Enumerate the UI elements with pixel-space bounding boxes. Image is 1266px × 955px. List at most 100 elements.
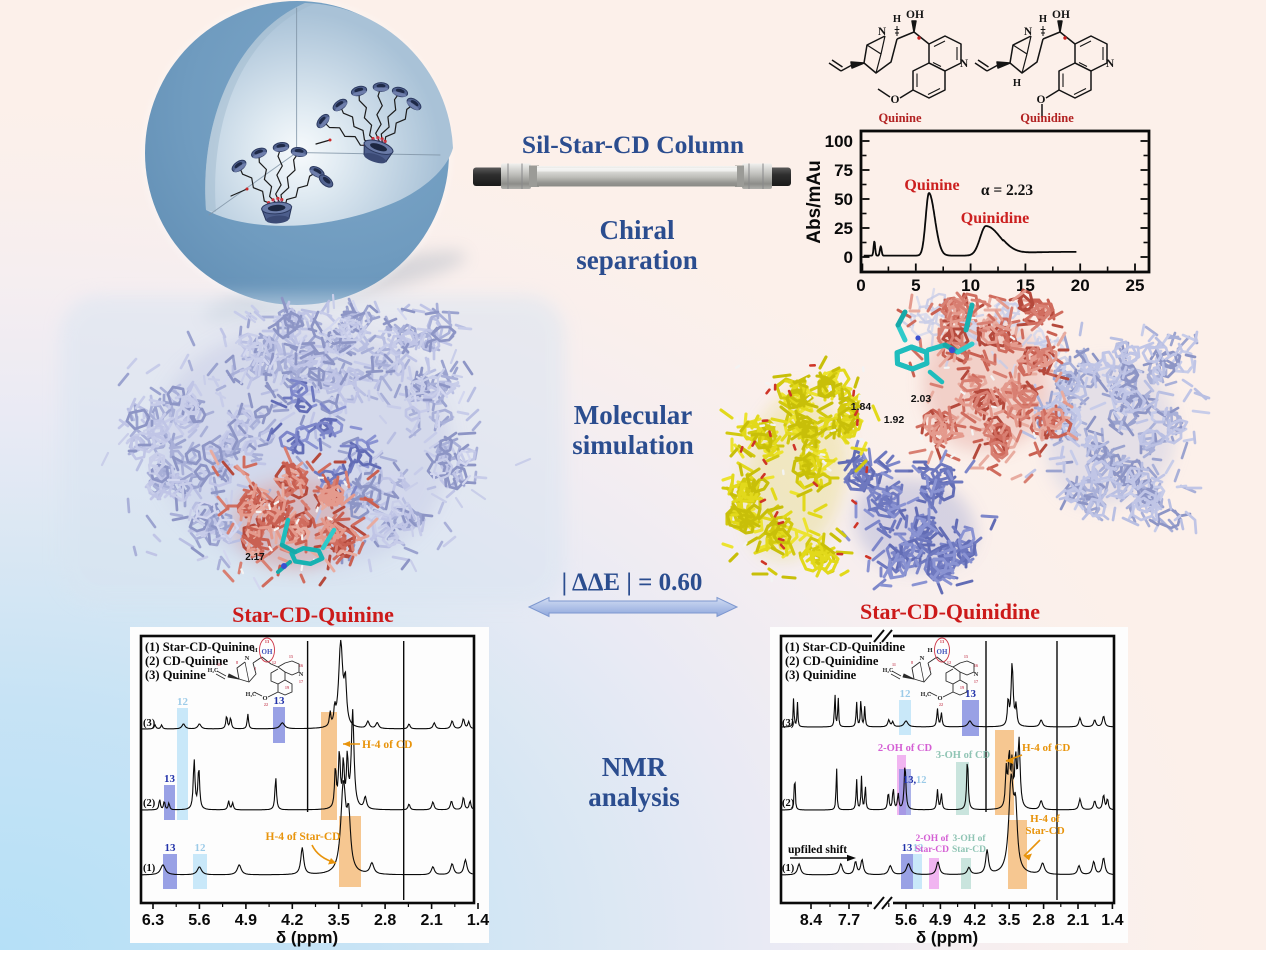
svg-text:12: 12: [272, 660, 276, 665]
svg-text:(2) CD-Quinine: (2) CD-Quinine: [145, 654, 228, 668]
svg-text:19: 19: [960, 685, 964, 690]
svg-text:2-OH of CD: 2-OH of CD: [878, 743, 933, 754]
svg-text:17: 17: [974, 679, 978, 684]
svg-text:1.4: 1.4: [1101, 912, 1123, 929]
svg-text:7.7: 7.7: [838, 912, 860, 929]
svg-text:N: N: [878, 26, 887, 38]
svg-text:Quinidine: Quinidine: [1020, 111, 1074, 125]
svg-text:8: 8: [236, 660, 238, 665]
svg-text:Star-CD-Quinidine: Star-CD-Quinidine: [860, 599, 1040, 624]
svg-text:analysis: analysis: [588, 782, 680, 812]
svg-text:13,: 13,: [903, 775, 917, 786]
svg-text:Chiral: Chiral: [599, 215, 675, 245]
svg-text:16: 16: [974, 663, 978, 668]
svg-text:H-4 of Star-CD: H-4 of Star-CD: [266, 831, 341, 843]
svg-text:separation: separation: [576, 245, 698, 275]
svg-text:Quinidine: Quinidine: [961, 210, 1029, 227]
svg-text:N: N: [1106, 58, 1115, 70]
svg-text:Sil-Star-CD Column: Sil-Star-CD Column: [522, 130, 744, 159]
svg-text:Star-CD: Star-CD: [915, 845, 949, 855]
svg-text:13: 13: [165, 842, 177, 854]
svg-text:H: H: [1013, 78, 1021, 89]
svg-text:4.9: 4.9: [235, 912, 257, 929]
svg-text:2.17: 2.17: [245, 552, 265, 563]
svg-text:6.3: 6.3: [142, 912, 164, 929]
svg-text:13: 13: [164, 773, 176, 785]
svg-text:3.5: 3.5: [328, 912, 350, 929]
svg-text:5: 5: [911, 276, 920, 295]
svg-text:(3) Quinidine: (3) Quinidine: [785, 668, 857, 682]
svg-text:Quinine: Quinine: [904, 177, 959, 194]
svg-text:N: N: [245, 655, 250, 662]
svg-text:(1) Star-CD-Quinine: (1) Star-CD-Quinine: [145, 640, 255, 654]
svg-text:0: 0: [856, 276, 865, 295]
svg-text:2.1: 2.1: [420, 912, 442, 929]
svg-text:25: 25: [1126, 276, 1145, 295]
svg-text:OH: OH: [906, 9, 924, 21]
svg-text:3.5: 3.5: [998, 912, 1020, 929]
svg-text:12: 12: [916, 775, 927, 786]
svg-text:2.8: 2.8: [374, 912, 396, 929]
svg-text:(3): (3): [143, 718, 156, 729]
svg-text:25: 25: [834, 219, 853, 238]
svg-text:8.4: 8.4: [800, 912, 822, 929]
svg-text:N: N: [960, 58, 969, 70]
svg-text:H: H: [893, 14, 901, 25]
svg-text:(2) CD-Quinidine: (2) CD-Quinidine: [785, 654, 879, 668]
svg-text:20: 20: [1071, 276, 1090, 295]
svg-text:NMR: NMR: [602, 752, 667, 782]
svg-text:17: 17: [299, 679, 303, 684]
svg-text:50: 50: [834, 190, 853, 209]
svg-text:11: 11: [217, 662, 221, 667]
svg-text:H₂C: H₂C: [208, 668, 219, 674]
svg-text:(1) Star-CD-Quinidine: (1) Star-CD-Quinidine: [785, 640, 905, 654]
svg-text:H: H: [1039, 14, 1047, 25]
svg-text:3: 3: [254, 666, 256, 671]
svg-text:22: 22: [939, 702, 943, 707]
svg-text:5.6: 5.6: [895, 912, 917, 929]
svg-text:2-OH of: 2-OH of: [916, 834, 950, 844]
svg-text:1.4: 1.4: [467, 912, 489, 929]
svg-text:15: 15: [289, 654, 293, 659]
svg-text:H₃C: H₃C: [246, 692, 257, 698]
svg-text:1.84: 1.84: [851, 401, 872, 413]
svg-text:H-4 of CD: H-4 of CD: [362, 739, 412, 751]
svg-text:100: 100: [825, 132, 853, 151]
svg-text:19: 19: [285, 685, 289, 690]
svg-text:(1): (1): [143, 863, 156, 874]
svg-text:16: 16: [299, 663, 303, 668]
svg-text:upfiled shift: upfiled shift: [788, 844, 847, 856]
svg-text:2.8: 2.8: [1032, 912, 1054, 929]
svg-text:H-4 of CD: H-4 of CD: [1022, 742, 1070, 754]
svg-text:O: O: [262, 695, 267, 702]
svg-text:15: 15: [964, 654, 968, 659]
svg-text:H₃C: H₃C: [921, 692, 932, 698]
svg-text:(3): (3): [782, 718, 795, 729]
svg-text:α = 2.23: α = 2.23: [981, 182, 1034, 199]
svg-text:O: O: [937, 695, 942, 702]
svg-text:OH: OH: [937, 648, 948, 656]
svg-text:N: N: [1024, 26, 1033, 38]
svg-text:75: 75: [834, 161, 853, 180]
svg-text:Quinine: Quinine: [878, 111, 922, 125]
svg-text:12: 12: [900, 688, 912, 700]
svg-text:H: H: [252, 647, 257, 654]
svg-text:(3) Quinine: (3) Quinine: [145, 668, 206, 682]
svg-text:O: O: [1037, 94, 1046, 106]
svg-text:δ (ppm): δ (ppm): [916, 928, 978, 947]
svg-text:13: 13: [965, 688, 977, 700]
svg-text:4.2: 4.2: [281, 912, 303, 929]
svg-text:3-OH of: 3-OH of: [953, 834, 987, 844]
svg-text:Star-CD: Star-CD: [1025, 825, 1064, 837]
svg-text:H₂C: H₂C: [883, 668, 894, 674]
svg-text:N: N: [299, 671, 304, 678]
svg-text:OH: OH: [262, 648, 273, 656]
svg-text:1.92: 1.92: [884, 414, 905, 426]
svg-text:| ΔΔE | = 0.60: | ΔΔE | = 0.60: [562, 569, 703, 596]
svg-text:Star-CD: Star-CD: [952, 845, 986, 855]
svg-text:N: N: [920, 655, 925, 662]
svg-text:13: 13: [940, 639, 945, 644]
svg-text:O: O: [891, 94, 900, 106]
svg-text:13: 13: [265, 639, 270, 644]
svg-text:12: 12: [177, 696, 189, 708]
